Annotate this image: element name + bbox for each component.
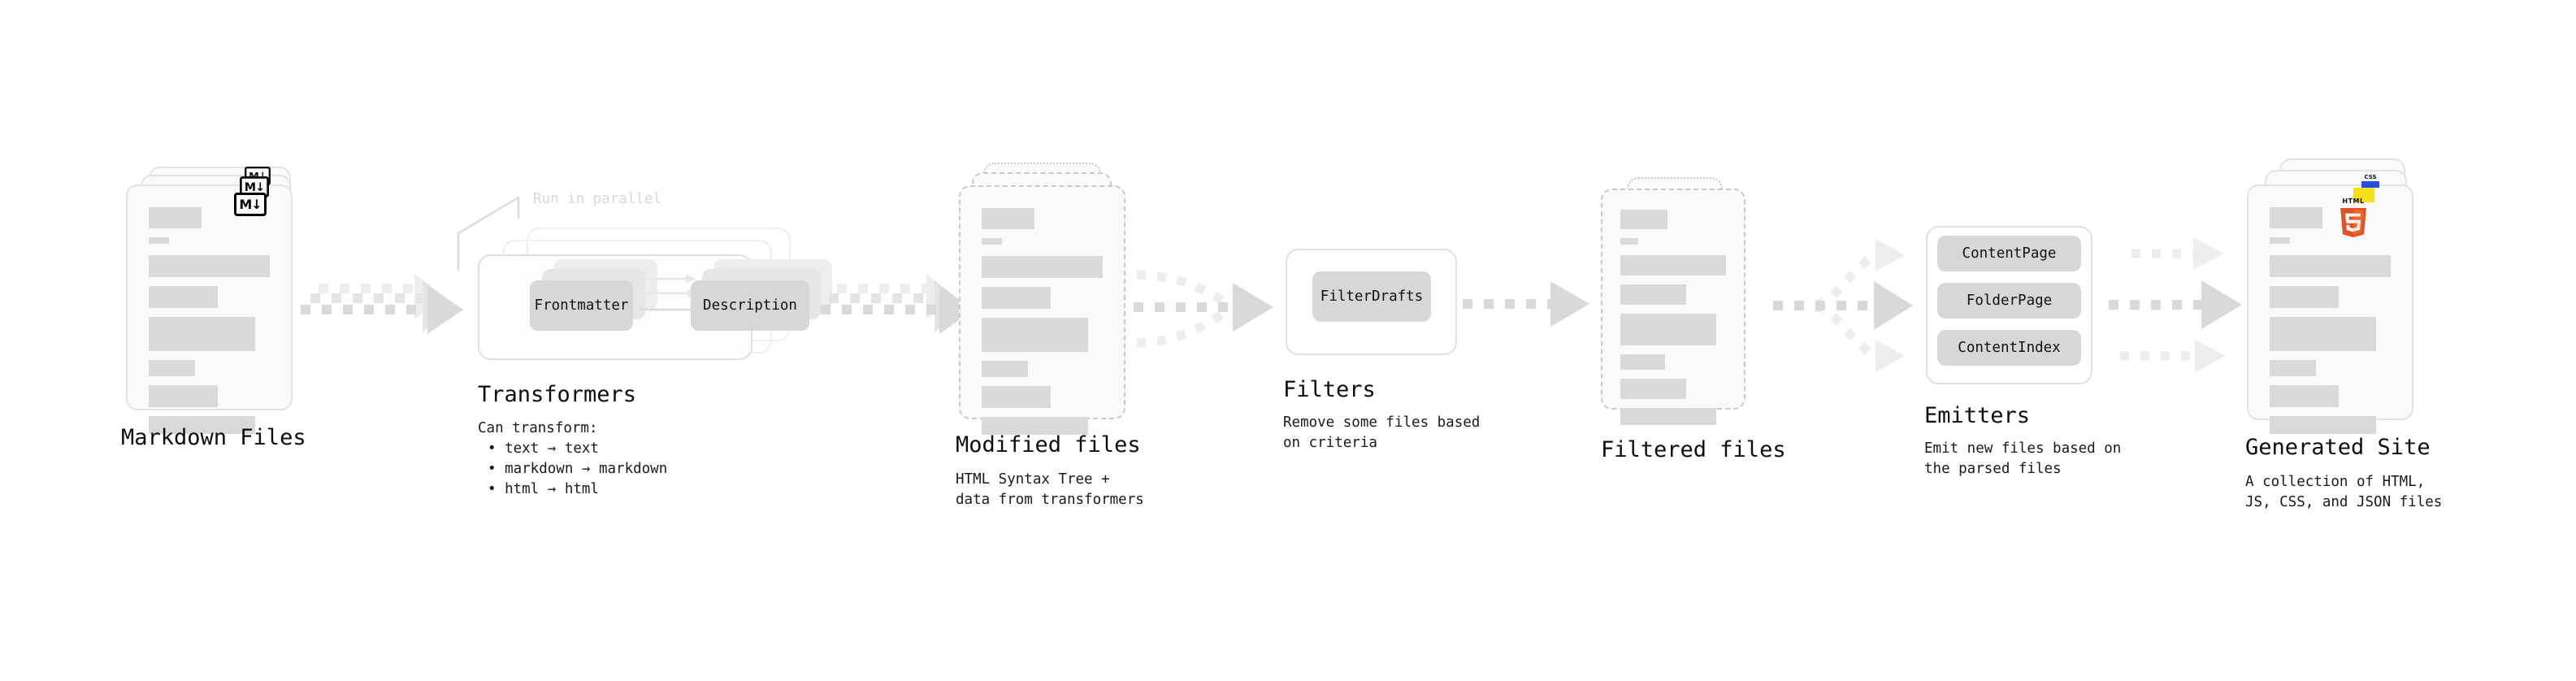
placeholder-bar (2270, 385, 2339, 407)
filtered-card-front (1601, 189, 1746, 425)
stage-title-modified-files: Modified files (956, 432, 1141, 458)
placeholder-bar (2270, 255, 2391, 277)
placeholder-bar (2270, 317, 2377, 351)
css3-badge (2361, 174, 2379, 188)
markdown-placeholder-bars (149, 207, 270, 443)
arrow-transformers-to-modified (821, 274, 974, 334)
markdown-badge-label: M↓ (244, 180, 266, 194)
stage-title-filters: Filters (1283, 377, 1376, 402)
emitters-subtitle: Emit new files based on the parsed files (1924, 440, 2122, 477)
emitter-chip-folderpage[interactable]: FolderPage (1937, 283, 2081, 319)
emitter-chip-contentpage[interactable]: ContentPage (1937, 236, 2081, 271)
html5-shield-icon (2340, 208, 2366, 237)
chip-label: FilterDrafts (1320, 288, 1424, 305)
stage-title-generated-site: Generated Site (2245, 435, 2431, 460)
transformers-subtitle: Can transform: (478, 420, 598, 436)
placeholder-bar (1620, 379, 1686, 399)
placeholder-bar (1620, 238, 1638, 245)
placeholder-bar (982, 238, 1002, 245)
placeholder-bar (2270, 237, 2290, 244)
placeholder-bar (2270, 416, 2377, 434)
placeholder-bar (149, 207, 202, 228)
markdown-badge-label: M↓ (239, 196, 262, 212)
arrow-filtered-to-emitters (1773, 239, 1913, 372)
filtered-file-stack (1601, 177, 1776, 425)
placeholder-bar (1620, 255, 1726, 275)
placeholder-bar (149, 286, 218, 308)
markdown-badge-front: M↓ (234, 193, 267, 216)
placeholder-bar (982, 417, 1089, 435)
placeholder-bar (982, 361, 1028, 377)
stage-title-transformers: Transformers (478, 382, 637, 407)
filter-chip-filterdrafts[interactable]: FilterDrafts (1312, 271, 1431, 322)
arrow-filters-to-filtered (1463, 281, 1589, 327)
stage-title-markdown-files: Markdown Files (121, 425, 306, 450)
modified-card-front (959, 185, 1125, 435)
transformers-bullet-0: • text → text (488, 440, 599, 457)
placeholder-bar (149, 317, 256, 351)
modified-placeholder-bars (982, 208, 1103, 444)
emitter-chip-contentindex[interactable]: ContentIndex (1937, 330, 2081, 366)
stage-filtered-files: Filtered files (1601, 177, 1786, 462)
placeholder-bar (982, 287, 1051, 309)
placeholder-bar (982, 318, 1089, 352)
chip-label: FolderPage (1966, 293, 2053, 309)
placeholder-bar (1620, 408, 1717, 425)
stage-markdown-files: M↓ M↓ M↓ Markdown Files (121, 167, 306, 450)
placeholder-bar (982, 256, 1103, 278)
placeholder-bar (2270, 286, 2339, 308)
run-in-parallel-label: Run in parallel (533, 191, 662, 207)
chip-label: Frontmatter (534, 297, 629, 314)
placeholder-bar (982, 208, 1034, 229)
arrow-emitters-to-site (2109, 237, 2242, 372)
stage-modified-files: Modified files HTML Syntax Tree + data f… (956, 163, 1144, 508)
chip-label: ContentIndex (1958, 340, 2061, 356)
placeholder-bar (149, 360, 195, 376)
arrow-modified-to-filters (1134, 270, 1273, 348)
generated-placeholder-bars (2270, 207, 2391, 443)
javascript-badge (2353, 188, 2374, 202)
html5-badge: HTML (2339, 197, 2368, 237)
placeholder-bar (149, 416, 256, 434)
chip-label: Description (703, 297, 797, 314)
placeholder-bar (149, 237, 169, 244)
transformers-bullet-2: • html → html (488, 481, 599, 497)
placeholder-bar (2270, 360, 2316, 376)
placeholder-bar (982, 386, 1051, 408)
transformer-chip-description[interactable]: Description (691, 280, 809, 331)
placeholder-bar (1620, 210, 1667, 229)
chip-label: ContentPage (1962, 245, 2057, 262)
stage-title-emitters: Emitters (1924, 403, 2031, 428)
stage-title-filtered-files: Filtered files (1601, 437, 1786, 462)
generated-file-stack: HTML (2247, 158, 2434, 434)
placeholder-bar (1620, 314, 1717, 345)
html5-wordmark: HTML (2342, 197, 2365, 205)
run-in-parallel-bracket (457, 196, 520, 271)
markdown-card-front (126, 184, 293, 434)
generated-card-html (2247, 184, 2413, 434)
markdown-file-stack: M↓ M↓ M↓ (126, 167, 301, 434)
filtered-placeholder-bars (1620, 210, 1726, 434)
placeholder-bar (149, 385, 218, 407)
modified-file-stack (959, 163, 1134, 435)
transformer-chip-frontmatter[interactable]: Frontmatter (530, 280, 633, 331)
placeholder-bar (2270, 207, 2322, 228)
arrow-markdown-to-transformers (301, 274, 463, 334)
generated-site-subtitle: A collection of HTML, JS, CSS, and JSON … (2245, 474, 2443, 510)
modified-files-subtitle: HTML Syntax Tree + data from transformer… (956, 471, 1144, 508)
placeholder-bar (1620, 284, 1686, 305)
placeholder-bar (149, 255, 270, 277)
filters-subtitle: Remove some files based on criteria (1283, 414, 1481, 451)
transformers-bullet-1: • markdown → markdown (488, 461, 668, 477)
placeholder-bar (1620, 354, 1665, 370)
stage-generated-site: HTML Generated Site A collection of HTML… (2245, 158, 2442, 510)
